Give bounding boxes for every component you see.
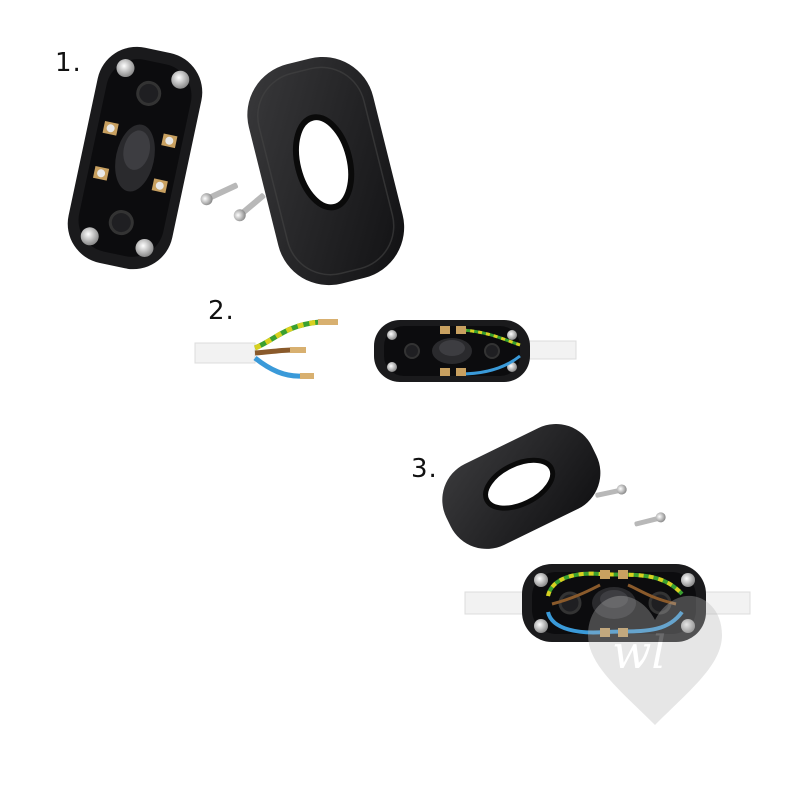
switch-base-open	[67, 46, 203, 270]
step-3-label: 3.	[411, 454, 438, 484]
stripped-cable	[194, 319, 338, 379]
switch-wired-2	[374, 320, 577, 382]
step-2-label: 2.	[208, 296, 235, 326]
loose-screws-1	[200, 182, 266, 222]
step-1-label: 1.	[55, 48, 82, 78]
loose-screws-3	[595, 484, 666, 527]
switch-wired-3	[464, 564, 751, 642]
watermark-logo: wl	[588, 595, 722, 725]
switch-cover-3	[442, 423, 601, 549]
switch-cover-1	[247, 56, 405, 286]
svg-text:wl: wl	[612, 625, 666, 679]
